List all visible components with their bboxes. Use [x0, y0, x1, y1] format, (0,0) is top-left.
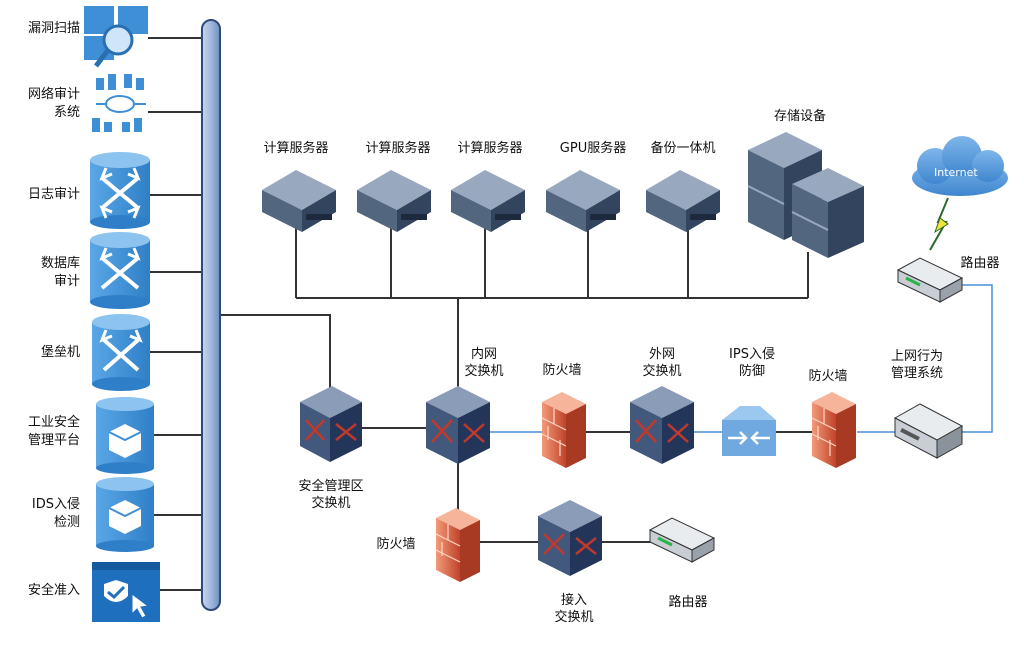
storage-icon — [747, 132, 864, 258]
firewall-bottom-icon — [435, 508, 480, 582]
server-icon — [646, 170, 720, 232]
security-switch-icon — [300, 386, 362, 462]
left-label-bastion: 堡垒机 — [40, 345, 80, 360]
lightning-link — [929, 197, 949, 251]
access-switch-label: 接入 交换机 — [554, 593, 594, 625]
firewall-mid-icon — [541, 392, 586, 468]
outer-switch-icon — [630, 386, 694, 464]
fw-bottom-label: 防火墙 — [376, 537, 416, 552]
behavior-mgmt-icon — [893, 403, 964, 459]
left-label-industrial: 工业安全 管理平台 — [27, 415, 80, 448]
ids-icon — [96, 477, 154, 552]
scan-icon — [84, 6, 148, 68]
blue-links — [490, 284, 993, 433]
server-label: 备份一体机 — [650, 141, 716, 156]
router-bottom-label: 路由器 — [668, 595, 708, 610]
ips-icon — [722, 406, 776, 456]
security-switch-label: 安全管理区 交换机 — [298, 479, 364, 511]
left-label-access: 安全准入 — [27, 583, 80, 598]
left-label-scan: 漏洞扫描 — [27, 21, 80, 36]
log-audit-icon — [90, 152, 150, 229]
outer-switch-label: 外网 交换机 — [642, 347, 682, 379]
access-switch-icon — [538, 500, 602, 576]
server-label: 计算服务器 — [365, 141, 431, 156]
backbone-bus — [201, 19, 221, 611]
storage-label: 存储设备 — [773, 109, 826, 124]
server-label: 计算服务器 — [457, 141, 523, 156]
links — [148, 37, 812, 591]
inner-switch-icon — [426, 386, 490, 464]
server-label: GPU服务器 — [559, 141, 627, 156]
access-control-icon — [92, 562, 160, 622]
ips-label: IPS入侵 防御 — [729, 347, 775, 379]
left-label-log-audit: 日志审计 — [27, 187, 80, 202]
network-audit-icon — [92, 74, 146, 132]
internet-label: Internet — [934, 166, 978, 179]
server-icon — [451, 170, 525, 232]
behavior-mgmt-label: 上网行为 管理系统 — [890, 349, 943, 381]
fw-mid-label: 防火墙 — [542, 363, 582, 378]
bastion-icon — [92, 314, 150, 391]
left-label-network-audit: 网络审计 系统 — [27, 87, 80, 120]
firewall-right-icon — [811, 392, 856, 468]
server-label: 计算服务器 — [263, 141, 329, 156]
industrial-platform-icon — [96, 397, 154, 474]
fw-right-label: 防火墙 — [808, 369, 848, 384]
server-icon — [262, 170, 336, 232]
inner-switch-label: 内网 交换机 — [464, 347, 504, 379]
db-audit-icon — [90, 232, 150, 309]
router-top-label: 路由器 — [960, 256, 1000, 271]
left-label-ids: IDS入侵 检测 — [31, 497, 80, 530]
server-icon — [357, 170, 431, 232]
left-label-db-audit: 数据库 审计 — [40, 256, 80, 289]
server-icon — [546, 170, 620, 232]
router-top-icon — [896, 257, 964, 303]
router-bottom-icon — [648, 517, 716, 563]
internet-cloud-icon — [912, 136, 1008, 196]
